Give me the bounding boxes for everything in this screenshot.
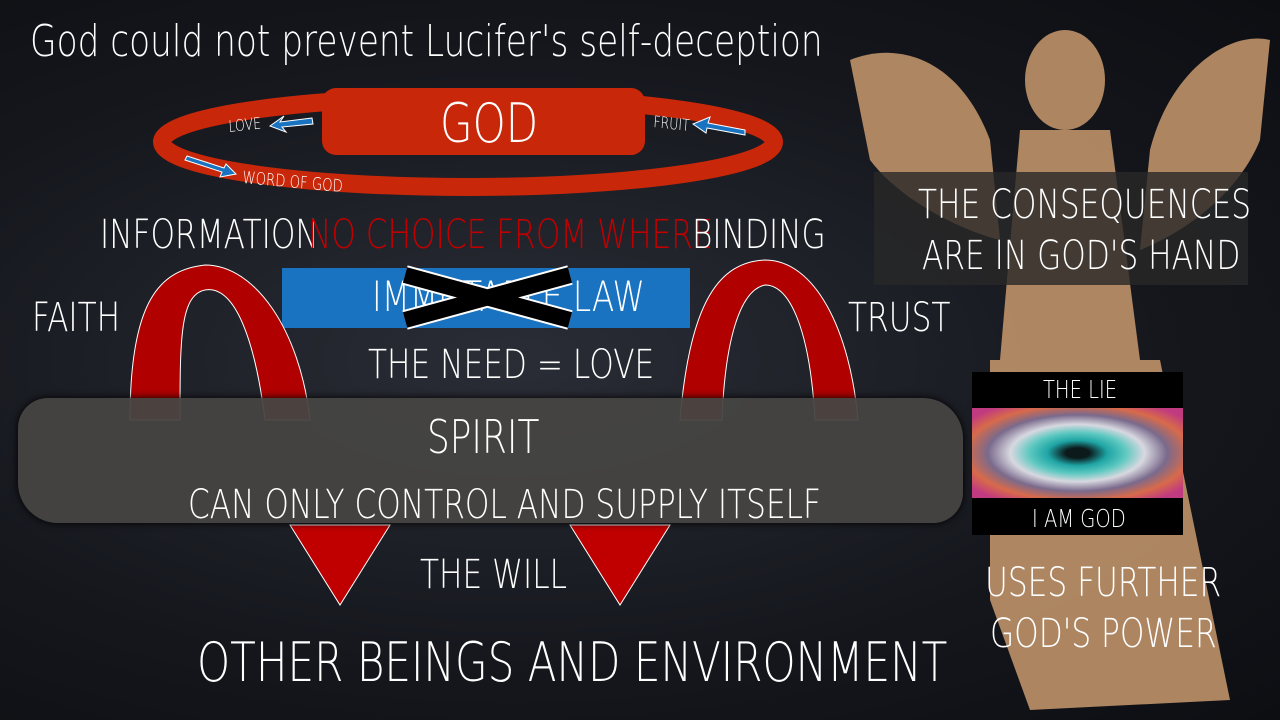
other-beings-label: OTHER BEINGS AND ENVIRONMENT [197,631,948,694]
faith-label: FAITH [32,295,121,341]
down-arrows-icon [289,524,671,606]
trust-label: TRUST [848,295,951,341]
no-choice-label: NO CHOICE FROM WHERE [308,212,713,258]
spirit-title: SPIRIT [427,410,540,464]
need-label: THE NEED = LOVE [368,342,655,388]
will-label: THE WILL [420,552,567,598]
spirit-text: CAN ONLY CONTROL AND SUPPLY ITSELF [188,482,821,528]
consequences-line2: ARE IN GOD'S HAND [922,233,1241,279]
lie-card [972,372,1183,535]
uses-line2: GOD'S POWER [990,611,1217,657]
spirit-cloud [18,398,963,523]
uses-line1: USES FURTHER [985,560,1222,606]
love-arrow-icon [268,115,314,134]
lie-bottom-label: I AM GOD [1032,504,1126,533]
god-label: GOD [440,92,539,155]
consequences-box [874,172,1248,285]
word-arrow-icon [184,155,238,178]
slide-title: God could not prevent Lucifer's self-dec… [30,16,823,67]
information-label: INFORMATION [100,212,319,258]
god-box [322,88,645,155]
consequences-line1: THE CONSEQUENCES [918,182,1252,228]
lie-top-label: THE LIE [1043,375,1118,404]
fruit-arrow-icon [691,116,746,136]
eye-image [972,408,1183,498]
binding-label: BINDING [692,212,826,258]
